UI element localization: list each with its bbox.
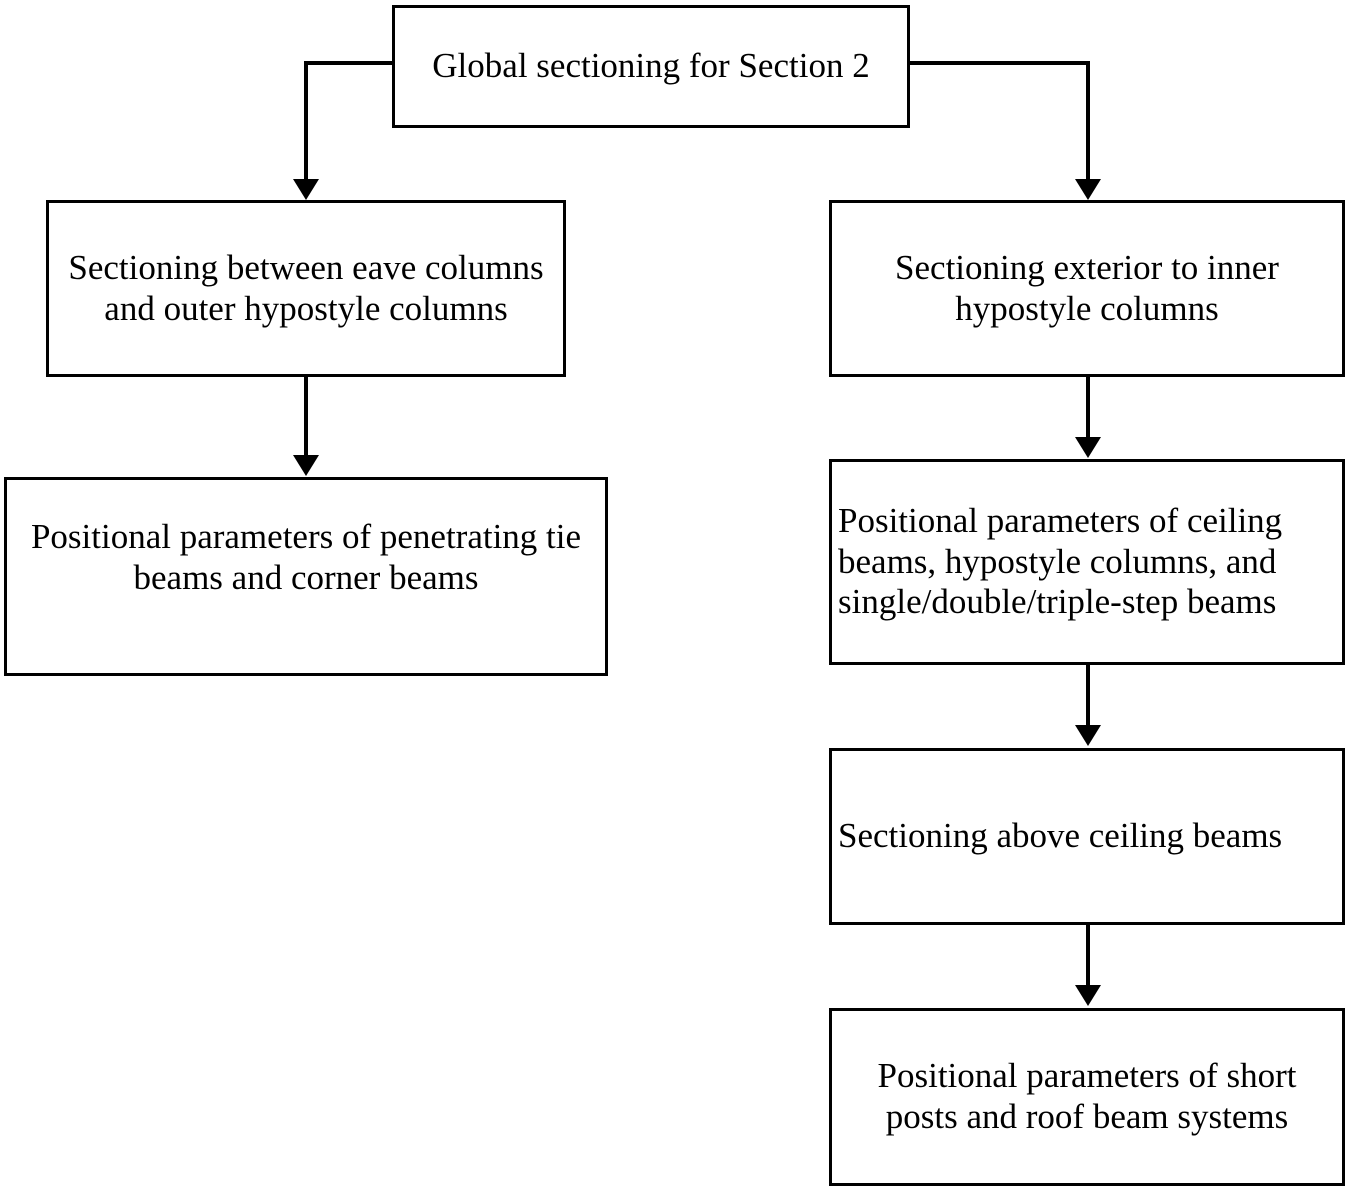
connector-right1-to-right2-vertical [1086, 377, 1090, 439]
node-sectioning-above-ceiling-beams-label: Sectioning above ceiling beams [838, 816, 1283, 856]
connector-top-to-left-horizontal [306, 61, 394, 65]
arrowhead-left1-to-left2 [293, 455, 319, 476]
node-positional-ceiling-beams-hypostyle-step-beams-label: Positional parameters of ceiling beams, … [838, 501, 1283, 622]
connector-top-to-left-vertical [304, 61, 308, 181]
node-positional-penetrating-tie-corner-beams[interactable]: Positional parameters of penetrating tie… [4, 477, 608, 676]
connector-right3-to-right4-vertical [1086, 925, 1090, 987]
node-global-sectioning[interactable]: Global sectioning for Section 2 [392, 5, 910, 128]
connector-top-to-right-horizontal [908, 61, 1090, 65]
node-global-sectioning-label: Global sectioning for Section 2 [432, 46, 870, 86]
node-positional-short-posts-roof-beam-systems-label: Positional parameters of short posts and… [877, 1056, 1297, 1136]
connector-right2-to-right3-vertical [1086, 665, 1090, 727]
node-positional-short-posts-roof-beam-systems[interactable]: Positional parameters of short posts and… [829, 1008, 1345, 1186]
arrowhead-top-to-right [1075, 179, 1101, 200]
node-sectioning-eave-outer-hypostyle-label: Sectioning between eave columns and oute… [68, 247, 544, 328]
node-sectioning-eave-outer-hypostyle[interactable]: Sectioning between eave columns and oute… [46, 200, 566, 377]
node-sectioning-above-ceiling-beams[interactable]: Sectioning above ceiling beams [829, 748, 1345, 925]
connector-left1-to-left2-vertical [304, 377, 308, 457]
node-sectioning-exterior-inner-hypostyle-label: Sectioning exterior to inner hypostyle c… [895, 247, 1279, 328]
node-positional-penetrating-tie-corner-beams-label: Positional parameters of penetrating tie… [30, 516, 582, 597]
connector-top-to-right-vertical [1086, 61, 1090, 181]
node-positional-ceiling-beams-hypostyle-step-beams[interactable]: Positional parameters of ceiling beams, … [829, 459, 1345, 665]
arrowhead-top-to-left [293, 179, 319, 200]
arrowhead-right3-to-right4 [1075, 985, 1101, 1006]
node-sectioning-exterior-inner-hypostyle[interactable]: Sectioning exterior to inner hypostyle c… [829, 200, 1345, 377]
arrowhead-right1-to-right2 [1075, 437, 1101, 458]
arrowhead-right2-to-right3 [1075, 725, 1101, 746]
